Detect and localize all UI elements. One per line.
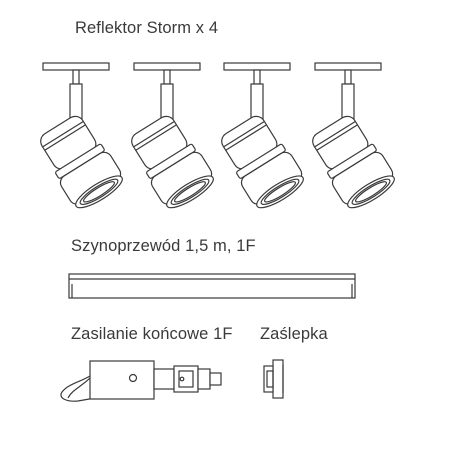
end-cap-label: Zaślepka	[260, 325, 328, 343]
spotlight-4	[304, 62, 401, 215]
spotlights-label: Reflektor Storm x 4	[75, 19, 219, 37]
spotlight-1	[32, 62, 129, 215]
spotlight-2	[123, 62, 220, 215]
rail-label: Szynoprzewód 1,5 m, 1F	[71, 237, 256, 255]
end-feed-drawing	[60, 360, 222, 402]
end-cap-drawing	[263, 359, 284, 399]
end-feed-label: Zasilanie końcowe 1F	[71, 325, 233, 343]
spotlight-3	[213, 62, 310, 215]
track-rail-drawing	[68, 273, 356, 299]
